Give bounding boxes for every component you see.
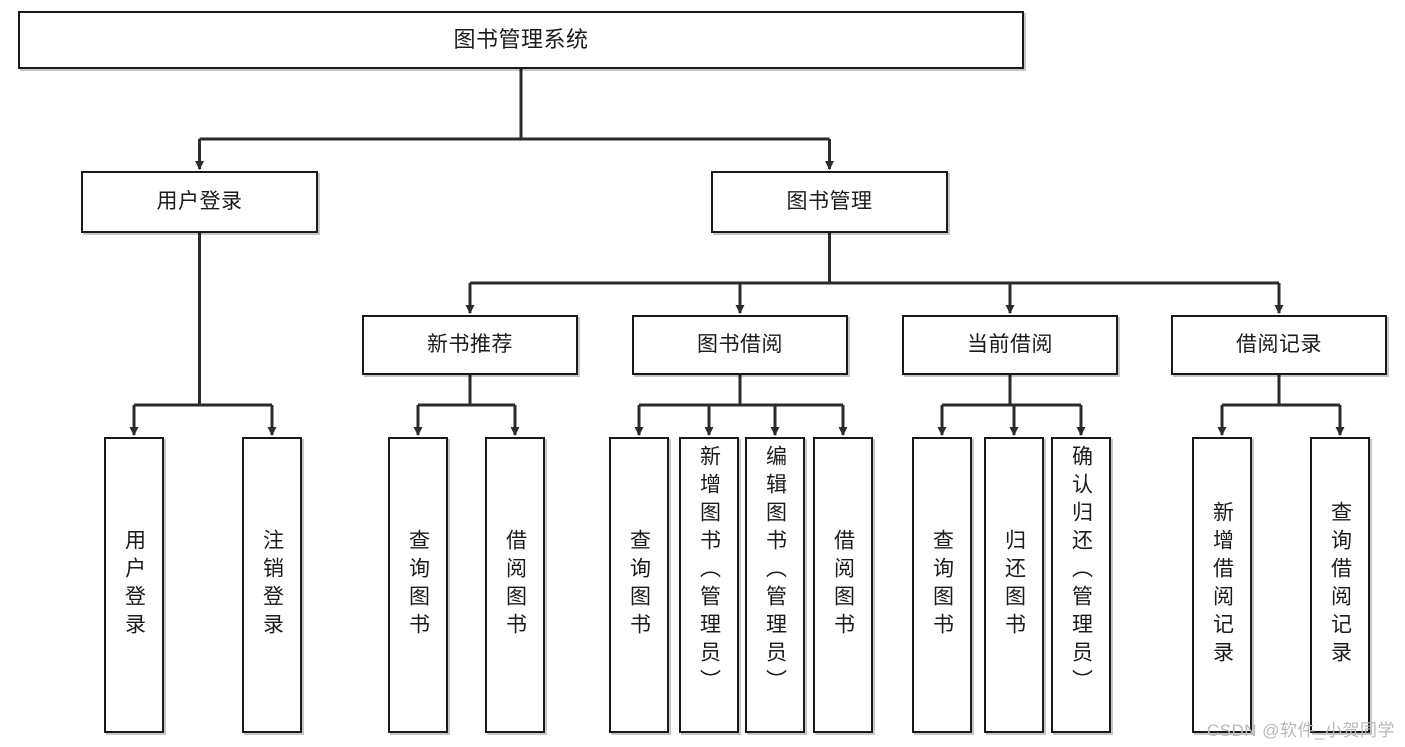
node-label: 注销登录 <box>260 529 284 641</box>
node-label: 用户登录 <box>122 529 146 641</box>
node-leaf-borrow-book-1[interactable]: 借阅图书 <box>485 437 545 733</box>
node-leaf-edit-book-admin[interactable]: 编辑图书（管理员） <box>745 437 805 733</box>
node-label: 图书管理系统 <box>453 27 589 53</box>
node-label: 查询图书 <box>627 529 651 641</box>
node-label: 图书借阅 <box>697 332 783 356</box>
node-leaf-query-book-3[interactable]: 查询图书 <box>912 437 972 733</box>
node-book-borrow[interactable]: 图书借阅 <box>632 315 848 375</box>
node-leaf-add-borrow-record[interactable]: 新增借阅记录 <box>1192 437 1252 733</box>
node-leaf-query-book-1[interactable]: 查询图书 <box>388 437 448 733</box>
node-leaf-add-book-admin[interactable]: 新增图书（管理员） <box>679 437 739 733</box>
node-leaf-query-borrow-record[interactable]: 查询借阅记录 <box>1310 437 1370 733</box>
node-label: 用户登录 <box>156 189 243 213</box>
node-leaf-return-book[interactable]: 归还图书 <box>984 437 1044 733</box>
node-label: 借阅图书 <box>503 529 527 641</box>
node-root[interactable]: 图书管理系统 <box>18 11 1024 69</box>
node-leaf-confirm-return-admin[interactable]: 确认归还（管理员） <box>1051 437 1111 733</box>
node-label: 查询借阅记录 <box>1328 501 1352 669</box>
node-leaf-logout-login[interactable]: 注销登录 <box>242 437 302 733</box>
node-leaf-query-book-2[interactable]: 查询图书 <box>609 437 669 733</box>
node-book-manage[interactable]: 图书管理 <box>711 171 948 233</box>
node-label: 归还图书 <box>1002 529 1026 641</box>
node-borrow-record[interactable]: 借阅记录 <box>1171 315 1387 375</box>
node-leaf-borrow-book-2[interactable]: 借阅图书 <box>813 437 873 733</box>
node-label: 借阅图书 <box>831 529 855 641</box>
node-label: 新增图书（管理员） <box>697 445 721 697</box>
node-user-login[interactable]: 用户登录 <box>81 171 318 233</box>
node-label: 新书推荐 <box>427 332 513 356</box>
node-label: 确认归还（管理员） <box>1069 445 1093 697</box>
node-label: 借阅记录 <box>1236 332 1322 356</box>
node-new-book-recommend[interactable]: 新书推荐 <box>362 315 578 375</box>
node-label: 编辑图书（管理员） <box>763 445 787 697</box>
node-label: 当前借阅 <box>967 332 1053 356</box>
node-current-borrow[interactable]: 当前借阅 <box>902 315 1118 375</box>
tree-connectors <box>129 69 1345 436</box>
node-leaf-user-login[interactable]: 用户登录 <box>104 437 164 733</box>
node-label: 新增借阅记录 <box>1210 501 1234 669</box>
node-label: 查询图书 <box>930 529 954 641</box>
node-label: 图书管理 <box>786 189 873 213</box>
node-label: 查询图书 <box>406 529 430 641</box>
